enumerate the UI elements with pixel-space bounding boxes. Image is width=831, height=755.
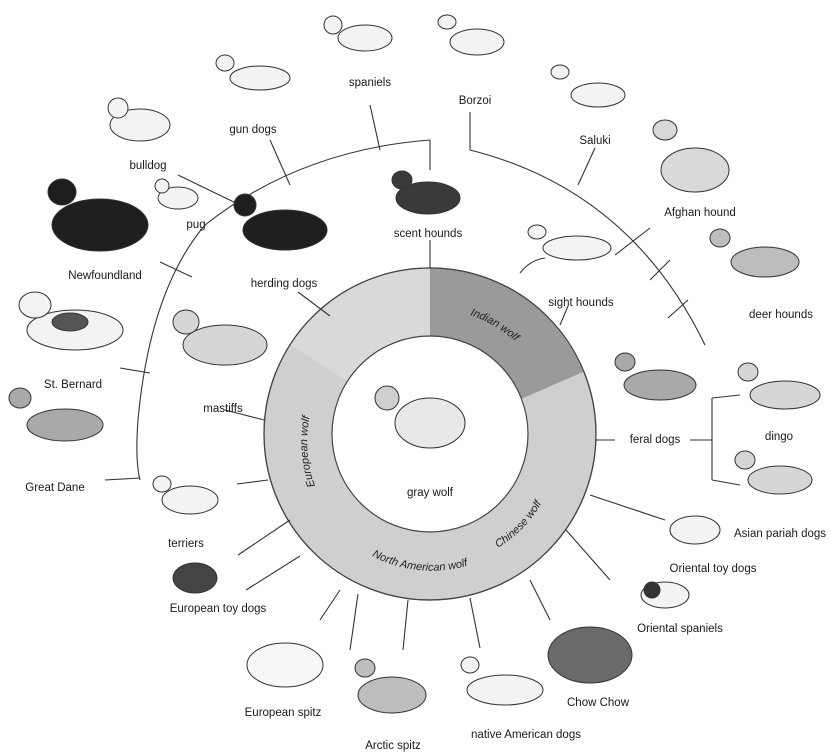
mastiffs-label: mastiffs: [203, 403, 242, 415]
deer-hound-figure: [710, 229, 799, 277]
afghan-hound-label: Afghan hound: [664, 207, 736, 219]
newfoundland-label: Newfoundland: [68, 270, 142, 282]
pariah-figure: [735, 451, 812, 494]
feral-dogs-label: feral dogs: [630, 434, 681, 446]
dingo-figure: [738, 363, 820, 409]
spaniel-figure: [324, 16, 392, 51]
asian-pariah-dogs-label: Asian pariah dogs: [734, 528, 826, 540]
oriental-spaniel-figure: [641, 582, 689, 608]
spaniels-label: spaniels: [349, 77, 391, 89]
sight-hounds-label: sight hounds: [548, 297, 613, 309]
sight-hound-figure: [528, 225, 611, 260]
borzoi-label: Borzoi: [459, 95, 492, 107]
great-dane-figure: [9, 388, 103, 441]
saluki-figure: [551, 65, 625, 107]
great-dane-label: Great Dane: [25, 482, 84, 494]
herding-dogs-label: herding dogs: [251, 278, 318, 290]
scent-hound-figure: [392, 171, 460, 214]
borzoi-figure: [438, 15, 504, 55]
scent-hounds-label: scent hounds: [394, 228, 462, 240]
pug-label: pug: [186, 219, 205, 231]
afghan-figure: [653, 120, 729, 192]
deer-hounds-label: deer hounds: [749, 309, 813, 321]
chow-chow-figure: [548, 627, 632, 683]
terrier-figure: [153, 476, 218, 514]
gray-wolf-label: gray wolf: [407, 487, 453, 499]
european-spitz-label: European spitz: [245, 707, 322, 719]
gray-wolf-figure: [395, 398, 465, 448]
native-american-dog-figure: [461, 657, 543, 705]
herding-dog-figure: [234, 194, 327, 250]
oriental-toy-figure: [670, 516, 720, 544]
arctic-spitz-label: Arctic spitz: [365, 740, 421, 752]
terriers-label: terriers: [168, 538, 204, 550]
pug-figure: [155, 179, 198, 209]
bulldog-figure: [108, 98, 170, 141]
european-spitz-figure: [247, 643, 323, 687]
oriental-toy-dogs-label: Oriental toy dogs: [670, 563, 757, 575]
arctic-spitz-figure: [355, 659, 426, 713]
european-toy-figure: [173, 563, 217, 593]
european-toy-dogs-label: European toy dogs: [170, 603, 267, 615]
native-american-dogs-label: native American dogs: [471, 729, 581, 741]
saluki-label: Saluki: [579, 135, 610, 147]
st-bernard-figure: [19, 292, 123, 350]
st-bernard-label: St. Bernard: [44, 379, 102, 391]
chow-chow-label: Chow Chow: [567, 697, 629, 709]
bulldog-label: bulldog: [129, 160, 166, 172]
mastiff-figure: [173, 310, 267, 365]
feral-dog-figure: [615, 353, 696, 400]
oriental-spaniels-label: Oriental spaniels: [637, 623, 723, 635]
gun-dogs-label: gun dogs: [229, 124, 276, 136]
dingo-label: dingo: [765, 431, 793, 443]
newfoundland-figure: [48, 179, 148, 251]
gun-dog-figure: [216, 55, 290, 90]
